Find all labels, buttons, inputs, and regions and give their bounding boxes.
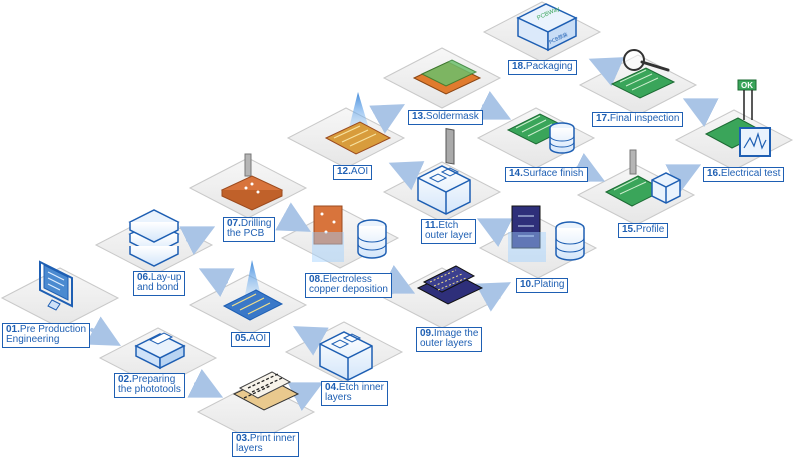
step-label-12: 12.AOI	[333, 165, 373, 180]
step-label-04: 04.Etch inner layers	[321, 381, 388, 406]
step-label-05: 05.AOI	[231, 332, 271, 347]
ok-badge: OK	[741, 81, 753, 90]
step-label-15: 15.Profile	[618, 223, 669, 238]
printer-icon	[134, 332, 186, 370]
step-label-09: 09.Image the outer layers	[416, 327, 483, 352]
arrow-09-10	[475, 282, 511, 312]
electrical-test-icon: OK	[704, 79, 771, 157]
aoi-copper-icon	[324, 92, 392, 155]
step-label-11: 11.Etch outer layer	[421, 219, 477, 244]
step-label-16: 16.Electrical test	[703, 167, 785, 182]
step-label-08: 08.Electroless copper deposition	[305, 273, 392, 298]
arrow-16-17	[682, 98, 719, 128]
arrow-10-11	[476, 218, 513, 248]
arrow-04-05	[293, 326, 329, 356]
arrow-02-03	[187, 368, 224, 398]
step-label-06: 06.Lay-up and bond	[133, 271, 186, 296]
aoi-inspection-icon	[222, 260, 284, 321]
arrow-17-18	[588, 57, 625, 87]
monitor-icon	[39, 260, 73, 311]
phototool-board-icon	[232, 371, 300, 411]
arrow-03-04	[287, 382, 324, 412]
step-label-10: 10.Plating	[516, 278, 569, 293]
drill-icon	[220, 153, 284, 211]
step-label-17: 17.Final inspection	[592, 112, 684, 127]
arrow-11-12	[388, 161, 425, 191]
package-box-icon: PCBWay PCB原装	[516, 3, 578, 52]
outer-layer-board-icon	[416, 265, 484, 305]
step-label-07: 07.Drilling the PCB	[223, 217, 276, 242]
arrow-12-13	[369, 104, 405, 134]
arrow-07-08	[275, 202, 311, 232]
step-label-03: 03.Print inner layers	[232, 432, 300, 457]
arrow-15-16	[665, 164, 702, 194]
plating-tank-icon	[508, 205, 585, 262]
profile-router-icon	[604, 149, 681, 207]
step-label-14: 14.Surface finish	[505, 167, 588, 182]
step-label-18: 18.Packaging	[508, 60, 577, 75]
surface-finish-icon	[506, 113, 575, 154]
magnifier-inspection-icon	[610, 49, 676, 99]
soldermask-board-icon	[412, 59, 482, 165]
etch-outer-machine-icon	[417, 165, 471, 215]
etch-machine-icon	[319, 331, 373, 381]
copper-bath-icon	[312, 205, 387, 262]
arrow-13-14	[475, 90, 512, 120]
arrow-01-02	[85, 316, 122, 346]
step-label-01: 01.Pre Production Engineering	[2, 323, 91, 348]
step-label-02: 02.Preparing the phototools	[114, 373, 185, 398]
step-label-13: 13.Soldermask	[408, 110, 483, 125]
arrow-05-06	[198, 268, 235, 298]
arrow-06-07	[179, 226, 216, 256]
layer-stack-icon	[128, 209, 180, 267]
